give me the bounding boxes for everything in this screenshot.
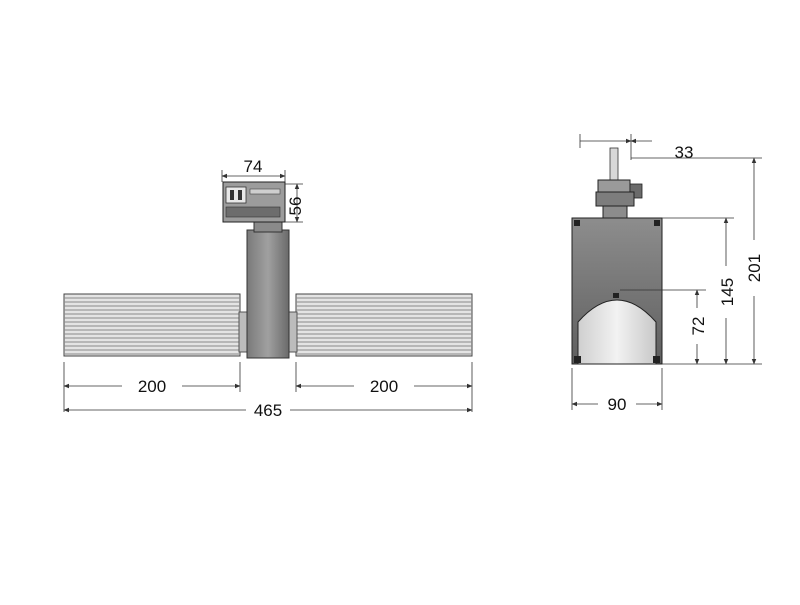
dim-left-head: 200 bbox=[63, 377, 241, 396]
light-opening bbox=[577, 299, 657, 365]
label-opening-height: 72 bbox=[689, 317, 708, 336]
center-stem bbox=[246, 229, 290, 359]
right-lamp-head bbox=[295, 293, 473, 357]
dim-adapter-width: 74 bbox=[221, 157, 286, 182]
dim-adapter-offset: 33 bbox=[579, 134, 694, 162]
front-view: 74 56 200 200 465 bbox=[63, 157, 473, 420]
dim-adapter-height: 56 bbox=[285, 183, 305, 223]
label-adapter-height: 56 bbox=[286, 197, 305, 216]
dim-overall-height: 201 bbox=[745, 157, 764, 365]
label-right-head-length: 200 bbox=[370, 377, 398, 396]
label-overall-height: 201 bbox=[745, 254, 764, 282]
label-left-head-length: 200 bbox=[138, 377, 166, 396]
label-overall-length: 465 bbox=[254, 401, 282, 420]
track-adapter-side bbox=[595, 147, 643, 219]
label-adapter-offset: 33 bbox=[675, 143, 694, 162]
label-adapter-width: 74 bbox=[244, 157, 263, 176]
dim-housing-height: 145 bbox=[718, 217, 737, 365]
side-view: 33 201 145 72 90 bbox=[571, 134, 764, 414]
dim-overall-length: 465 bbox=[63, 401, 473, 420]
stem-collar bbox=[253, 221, 283, 233]
dim-right-head: 200 bbox=[295, 377, 473, 396]
dim-housing-width: 90 bbox=[571, 368, 663, 414]
housing-side bbox=[571, 217, 663, 365]
left-lamp-head bbox=[63, 293, 241, 357]
track-adapter-front bbox=[222, 181, 286, 223]
label-housing-height: 145 bbox=[718, 278, 737, 306]
dim-opening-height: 72 bbox=[689, 289, 708, 365]
label-housing-width: 90 bbox=[608, 395, 627, 414]
